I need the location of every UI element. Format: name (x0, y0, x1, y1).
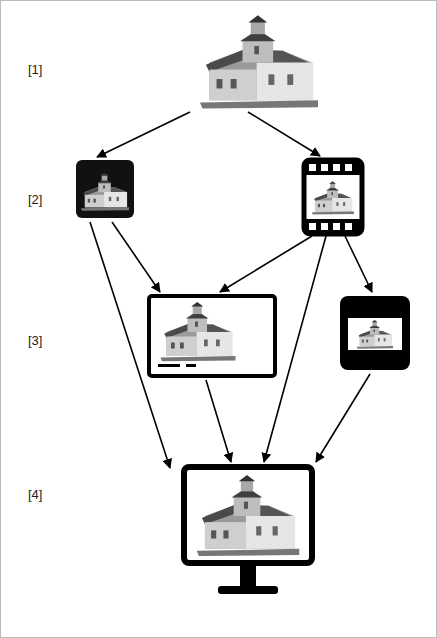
level-number: [1] (28, 62, 42, 78)
level-number: [3] (28, 333, 42, 349)
slide-icon (340, 296, 410, 370)
church-image (200, 15, 318, 108)
flow-arrows (90, 112, 372, 468)
film-icon (304, 160, 362, 234)
level-number: [4] (28, 487, 42, 503)
level-number: [2] (28, 192, 42, 208)
monitor-icon (184, 467, 312, 594)
photo-icon (76, 160, 134, 218)
page-icon (149, 296, 275, 376)
